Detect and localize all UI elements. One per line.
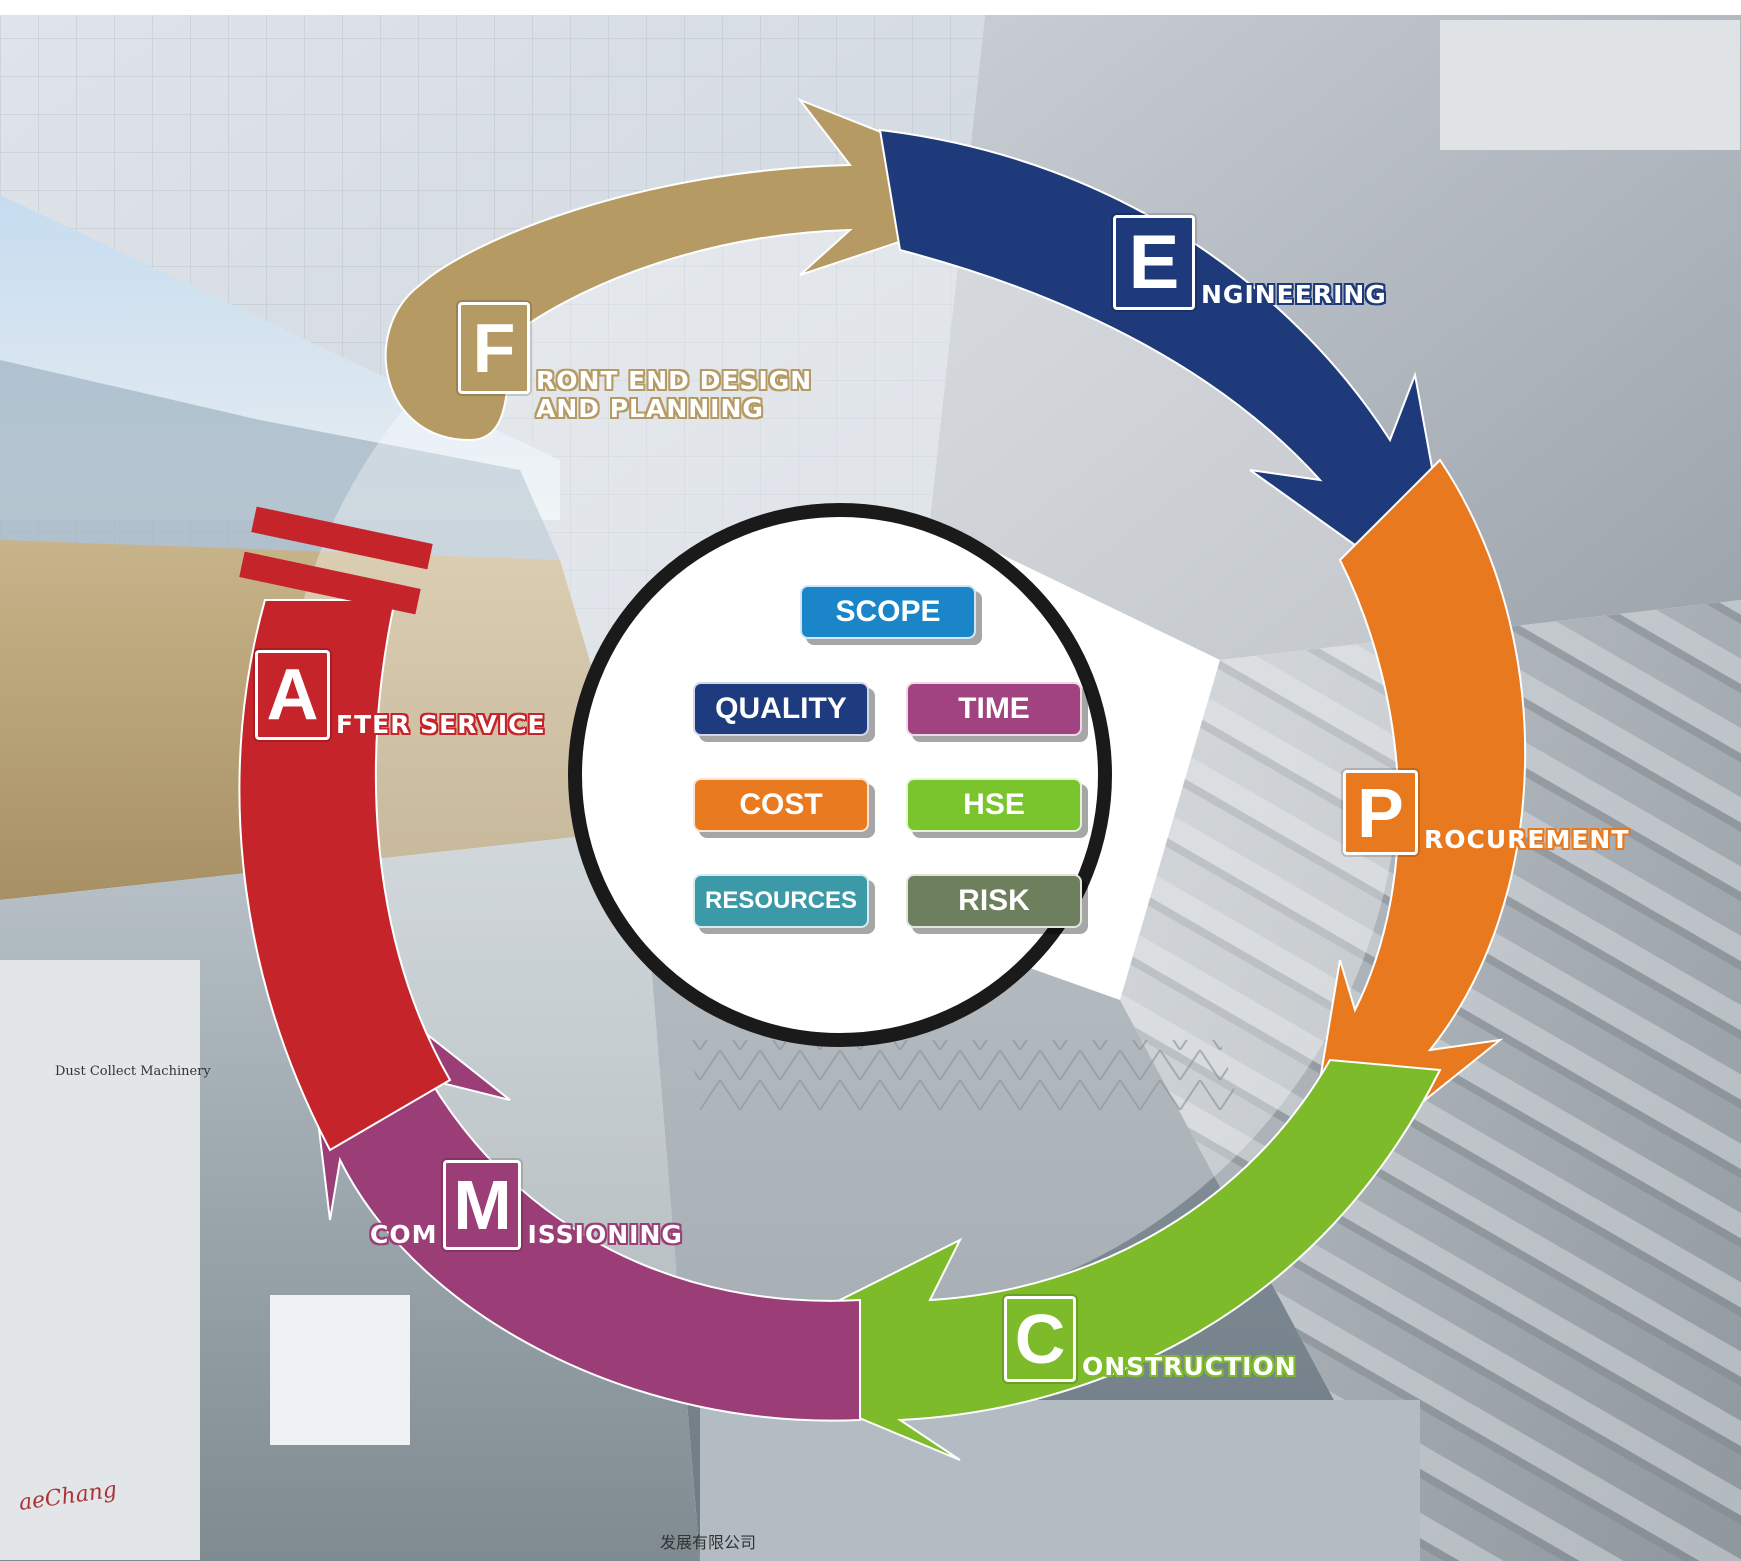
pill-cost: COST [693, 778, 869, 832]
bg-greenhouse [0, 360, 560, 560]
pill-risk: RISK [906, 874, 1082, 928]
phase-commissioning-letter: M [443, 1160, 522, 1250]
phase-construction-letter: C [1004, 1296, 1076, 1382]
arrow-engineering [878, 128, 1462, 623]
phase-commissioning-label: ISSIONING [527, 1220, 683, 1250]
bg-hall-truss [690, 1040, 1240, 1110]
pill-resources: RESOURCES [693, 874, 869, 928]
phase-construction: C ONSTRUCTION [1004, 1296, 1297, 1382]
after-service-bar-1 [251, 506, 433, 570]
phase-engineering: E NGINEERING [1113, 215, 1387, 310]
pill-scope: SCOPE [800, 585, 976, 639]
bg-machine-2 [270, 1295, 410, 1445]
bg-chinese-sign: 发展有限公司 [660, 1533, 756, 1552]
phase-engineering-label: NGINEERING [1201, 280, 1387, 310]
phase-front-end-design: F RONT END DESIGN AND PLANNING [458, 302, 812, 423]
pill-quality: QUALITY [693, 682, 869, 736]
phase-procurement-label: ROCUREMENT [1424, 825, 1630, 855]
bg-office [930, 15, 1741, 660]
phase-commissioning-prefix: COM [370, 1220, 438, 1250]
after-service-bar-2 [239, 551, 421, 615]
phase-engineering-letter: E [1113, 215, 1195, 310]
phase-front-end-letter: F [458, 302, 530, 394]
phase-procurement-letter: P [1343, 770, 1418, 855]
phase-commissioning: COM M ISSIONING [370, 1160, 683, 1250]
cycle-arrows [238, 97, 1527, 1461]
arrow-construction [717, 1058, 1442, 1461]
pill-time: TIME [906, 682, 1082, 736]
phase-after-service-label: FTER SERVICE [336, 710, 546, 740]
bg-floor [700, 1400, 1420, 1561]
pill-hse: HSE [906, 778, 1082, 832]
phase-front-end-label: RONT END DESIGN AND PLANNING [536, 365, 813, 424]
bg-machine [0, 960, 200, 1560]
phase-after-service-letter: A [255, 650, 330, 740]
phase-procurement: P ROCUREMENT [1343, 770, 1629, 855]
bg-office-window [1440, 20, 1740, 150]
phase-after-service: A FTER SERVICE [255, 650, 546, 740]
phase-construction-label: ONSTRUCTION [1082, 1352, 1297, 1382]
bg-machine-plate: Dust Collect Machinery [55, 1064, 211, 1079]
